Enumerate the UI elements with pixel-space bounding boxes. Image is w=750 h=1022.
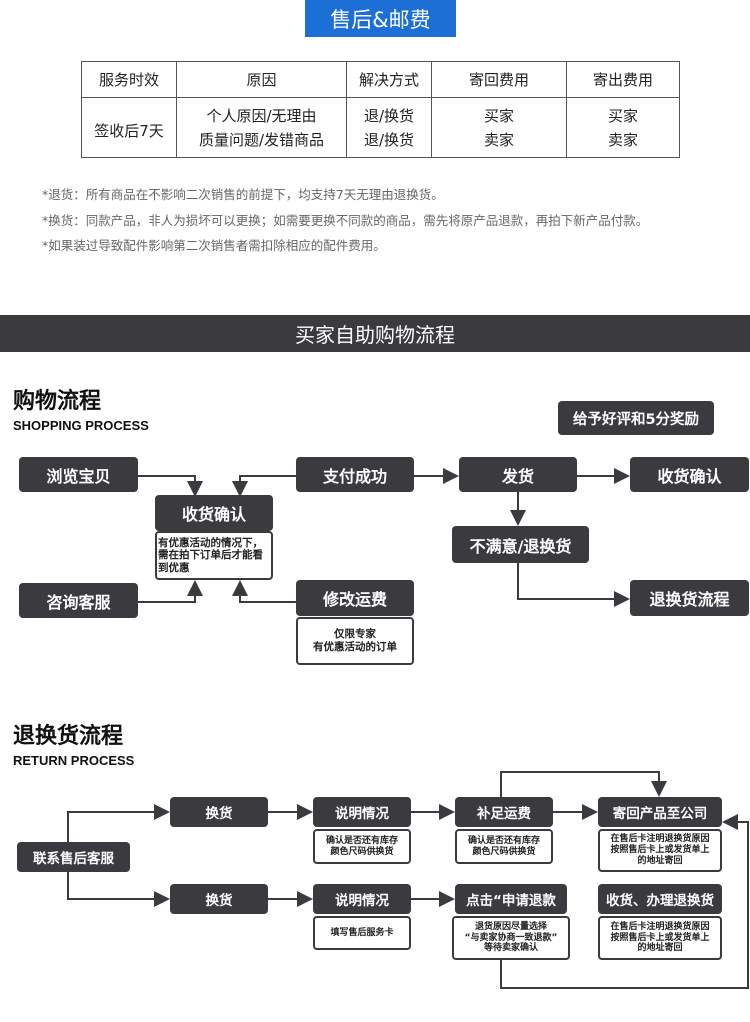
table-row: 质量问题/发错商品 退/换货 卖家 卖家 — [82, 127, 680, 158]
explain-note: 填写售后服务卡 — [313, 916, 411, 950]
modify-note: 仅限专家有优惠活动的订单 — [296, 617, 414, 665]
note-line: 确认是否还有库存 — [467, 835, 540, 846]
return-flow-node: 退换货流程 — [630, 580, 749, 616]
note-return: *退货：所有商品在不影响二次销售的前提下，均支持7天无理由退换货。 — [42, 187, 444, 202]
note-line: 仅限专家 — [334, 628, 376, 641]
return-subtitle: RETURN PROCESS — [13, 753, 135, 768]
receive-note: 在售后卡注明退换货原因按照售后卡上或发货单上的地址寄回 — [598, 916, 722, 960]
cell: 退/换货 — [346, 97, 432, 128]
note-line: 有优惠活动的订单 — [313, 641, 397, 653]
note-line: 确认是否还有库存 — [325, 835, 398, 846]
exchange-node: 换货 — [170, 884, 268, 914]
confirm-mid-node: 收货确认 — [155, 495, 273, 531]
note-exchange: *换货：同款产品，非人为损坏可以更换；如需要更换不同款的商品，需先将原产品退款，… — [42, 213, 649, 228]
note-line: 的地址寄回 — [637, 943, 683, 954]
apply-refund-node: 点击“申请退款 — [455, 884, 567, 914]
table-header: 服务时效 原因 解决方式 寄回费用 寄出费用 — [81, 61, 680, 98]
explain-node: 说明情况 — [313, 884, 411, 914]
confirm-receipt-node: 收货确认 — [630, 457, 749, 492]
receive-node: 收货、办理退换货 — [598, 884, 722, 914]
shopping-title: 购物流程 — [13, 389, 102, 414]
pay-fee-node: 补足运费 — [455, 797, 553, 827]
note-line: 按照售后卡上或发货单上 — [610, 845, 710, 856]
shopping-subtitle: SHOPPING PROCESS — [13, 418, 149, 433]
note-line: 颜色尺码供换货 — [330, 846, 394, 857]
exchange-node: 换货 — [170, 797, 268, 827]
cell: 个人原因/无理由 — [176, 97, 347, 128]
note-accessories: *如果装过导致配件影响第二次销售者需扣除相应的配件费用。 — [42, 238, 386, 253]
section-bar: 买家自助购物流程 — [0, 315, 750, 352]
contact-service-node: 联系售后客服 — [17, 842, 130, 872]
apply-note: 退货原因尽量选择“与卖家协商一致退款”等待卖家确认 — [452, 916, 570, 960]
after-sales-table: 服务时效 原因 解决方式 寄回费用 寄出费用 签收后7天 个人原因/无理由 退/… — [81, 61, 680, 158]
fee-note: 确认是否还有库存颜色尺码供换货 — [455, 829, 553, 864]
explain-note: 确认是否还有库存颜色尺码供换货 — [313, 829, 411, 864]
note-line: 颜色尺码供换货 — [472, 846, 536, 857]
table-row: 签收后7天 个人原因/无理由 退/换货 买家 买家 — [81, 97, 680, 158]
send-back-node: 寄回产品至公司 — [598, 797, 722, 827]
col-header: 解决方式 — [346, 61, 432, 98]
confirm-note: 有优惠活动的情况下，需在拍下订单后才能看到优惠 — [155, 531, 273, 580]
cell: 买家 — [431, 97, 567, 128]
note-line: 的地址寄回 — [637, 855, 683, 866]
pay-node: 支付成功 — [296, 457, 414, 492]
period-cell: 签收后7天 — [81, 97, 177, 158]
unhappy-node: 不满意/退换货 — [452, 526, 589, 563]
cell: 卖家 — [566, 127, 680, 158]
send-note: 在售后卡注明退换货原因按照售后卡上或发货单上的地址寄回 — [598, 829, 722, 872]
return-title: 退换货流程 — [13, 724, 124, 749]
cell: 质量问题/发错商品 — [176, 127, 347, 158]
modify-fee-node: 修改运费 — [296, 580, 414, 616]
after-sales-banner: 售后&邮费 — [305, 0, 456, 37]
consult-node: 咨询客服 — [19, 583, 138, 618]
reward-node: 给予好评和5分奖励 — [558, 401, 714, 435]
cell: 买家 — [566, 97, 680, 128]
col-header: 服务时效 — [81, 61, 177, 98]
note-line: 按照售后卡上或发货单上 — [610, 932, 710, 943]
note-line: 在售后卡注明退换货原因 — [610, 834, 710, 845]
note-line: 在售后卡注明退换货原因 — [610, 921, 710, 932]
ship-node: 发货 — [459, 457, 577, 492]
note-line: 退货原因尽量选择 — [474, 921, 547, 932]
cell: 退/换货 — [346, 127, 432, 158]
note-line: “与卖家协商一致退款” — [464, 932, 558, 943]
explain-node: 说明情况 — [313, 797, 411, 827]
browse-node: 浏览宝贝 — [19, 457, 138, 492]
col-header: 寄出费用 — [566, 61, 680, 98]
note-line: 等待卖家确认 — [483, 943, 538, 954]
